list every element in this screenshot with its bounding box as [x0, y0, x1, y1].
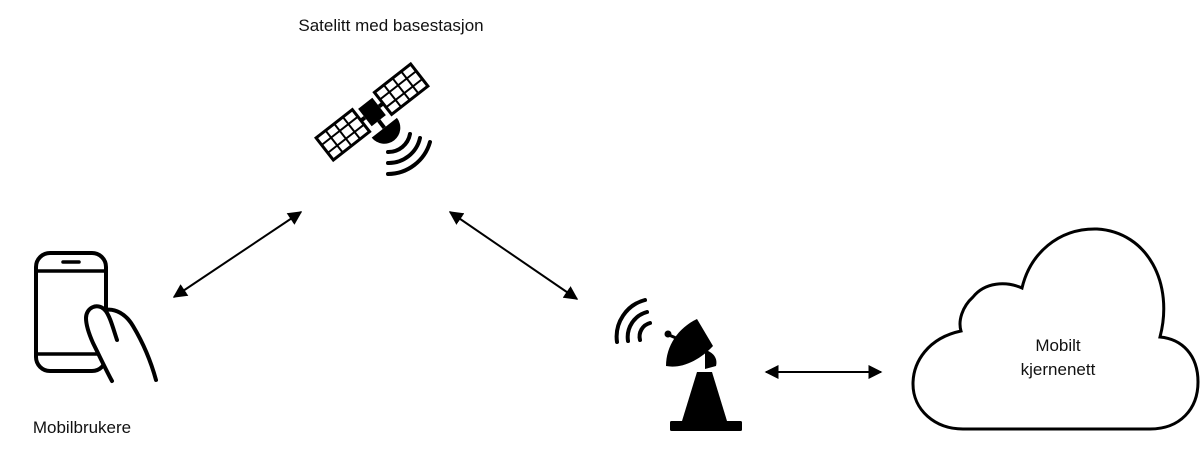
- cloud-icon: [911, 227, 1200, 431]
- satellite-dish-icon: [614, 298, 742, 431]
- core-network-label-line1: Mobilt: [1035, 336, 1081, 355]
- user-label: Mobilbrukere: [33, 418, 131, 437]
- satellite-label: Satelitt med basestasjon: [298, 16, 483, 35]
- core-network-label-line2: kjernenett: [1021, 360, 1096, 379]
- satellite-icon: [313, 61, 432, 176]
- link-satellite-ground-arrow: [448, 211, 579, 300]
- link-user-satellite-arrow: [172, 211, 303, 298]
- smartphone-hand-icon: [34, 251, 158, 383]
